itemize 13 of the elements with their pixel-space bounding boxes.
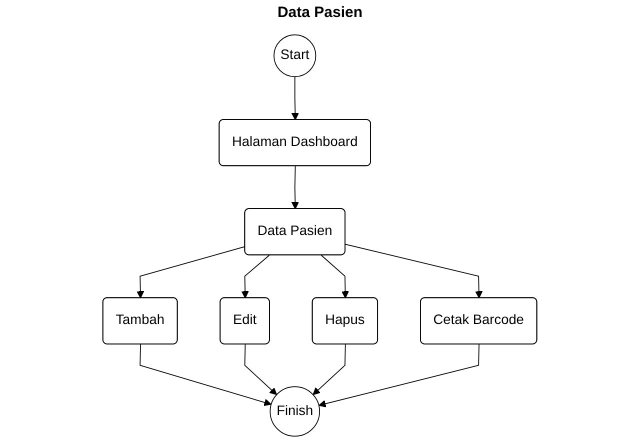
arrow	[292, 166, 300, 210]
arrow	[312, 344, 346, 396]
arrow	[292, 76, 300, 120]
arrow	[321, 254, 350, 298]
arrow	[345, 244, 483, 298]
arrow	[140, 344, 272, 406]
arrow	[318, 344, 480, 408]
arrow	[136, 246, 246, 298]
arrow	[242, 254, 270, 298]
node-circle: Start	[274, 34, 316, 78]
diagram-title: Data Pasien	[276, 4, 364, 21]
node-circle: Finish	[270, 386, 320, 437]
arrow	[244, 344, 278, 396]
